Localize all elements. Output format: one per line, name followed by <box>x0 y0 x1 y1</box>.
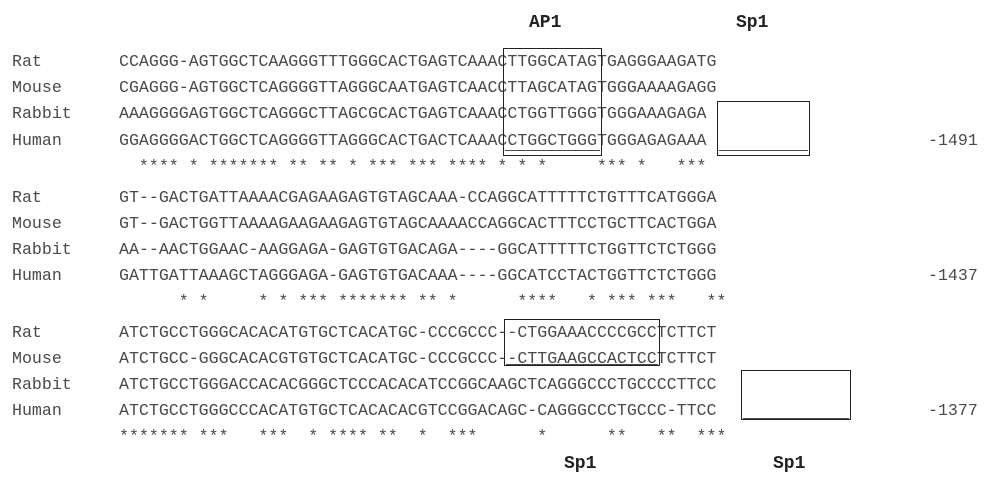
species-label-human: Human <box>12 266 62 285</box>
species-label-mouse: Mouse <box>12 214 62 233</box>
sequence-human: GGAGGGGACTGGCTCAGGGGTTAGGGCACTGACTCAAACC… <box>119 131 707 150</box>
sequence-rabbit: AAAGGGGAGTGGCTCAGGGCTTAGCGCACTGAGTCAAACC… <box>119 104 707 123</box>
sequence-human: ATCTGCCTGGGCCCACATGTGCTCACACACGTCCGGACAG… <box>119 401 717 420</box>
sequence-rabbit: AA--AACTGGAAC-AAGGAGA-GAGTGTGACAGA----GG… <box>119 240 717 259</box>
species-label-rabbit: Rabbit <box>12 375 72 394</box>
ap1-motif-box <box>503 48 602 156</box>
conservation-line: * * * * *** ******* ** * **** * *** *** … <box>119 292 727 311</box>
position-number: -1491 <box>928 131 978 150</box>
sequence-rat: GT--GACTGATTAAAACGAGAAGAGTGTAGCAAA-CCAGG… <box>119 188 717 207</box>
sp1-motif-underline-mouse <box>506 364 658 365</box>
conservation-line: ******* *** *** * **** ** * *** * ** ** … <box>119 427 727 446</box>
sp1-motif-underline-top <box>719 150 808 151</box>
conservation-line: **** * ******* ** ** * *** *** **** * * … <box>119 157 707 176</box>
position-number: -1437 <box>928 266 978 285</box>
sequence-mouse: ATCTGCC-GGGCACACGTGTGCTCACATGC-CCCGCCC--… <box>119 349 717 368</box>
motif-label-sp1-bottom-right: Sp1 <box>773 454 806 474</box>
sp1-motif-underline-human <box>743 418 849 419</box>
motif-label-sp1-top: Sp1 <box>736 13 769 33</box>
motif-label-sp1-bottom-left: Sp1 <box>564 454 597 474</box>
species-label-human: Human <box>12 131 62 150</box>
sequence-rat: CCAGGG-AGTGGCTCAAGGGTTTGGGCACTGAGTCAAACT… <box>119 52 717 71</box>
sp1-motif-box-top <box>717 101 810 156</box>
species-label-rabbit: Rabbit <box>12 104 72 123</box>
species-label-rabbit: Rabbit <box>12 240 72 259</box>
sequence-rat: ATCTGCCTGGGCACACATGTGCTCACATGC-CCCGCCC--… <box>119 323 717 342</box>
species-label-mouse: Mouse <box>12 78 62 97</box>
species-label-rat: Rat <box>12 188 42 207</box>
species-label-human: Human <box>12 401 62 420</box>
species-label-mouse: Mouse <box>12 349 62 368</box>
sequence-human: GATTGATTAAAGCTAGGGAGA-GAGTGTGACAAA----GG… <box>119 266 717 285</box>
sequence-mouse: CGAGGG-AGTGGCTCAGGGGTTAGGGCAATGAGTCAACCT… <box>119 78 717 97</box>
sp1-motif-box-bottom-left <box>504 319 660 366</box>
ap1-motif-underline <box>505 150 600 151</box>
sequence-mouse: GT--GACTGGTTAAAAGAAGAAGAGTGTAGCAAAACCAGG… <box>119 214 717 233</box>
motif-label-ap1: AP1 <box>529 13 562 33</box>
sp1-motif-box-bottom-right <box>741 370 851 420</box>
position-number: -1377 <box>928 401 978 420</box>
species-label-rat: Rat <box>12 52 42 71</box>
species-label-rat: Rat <box>12 323 42 342</box>
sequence-rabbit: ATCTGCCTGGGACCACACGGGCTCCCACACATCCGGCAAG… <box>119 375 717 394</box>
